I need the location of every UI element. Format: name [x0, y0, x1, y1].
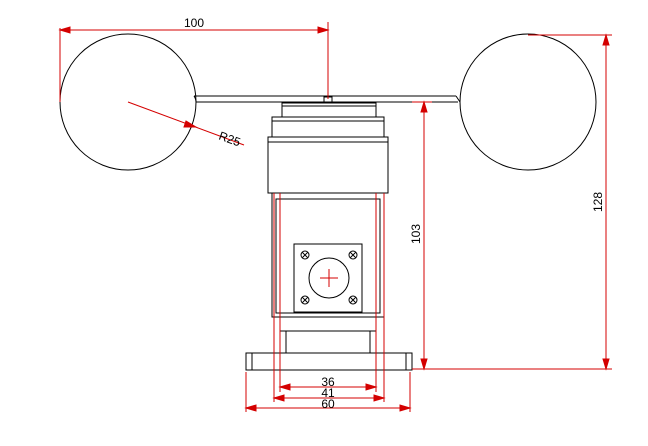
overall-height-label: 128 [591, 192, 605, 212]
cup-radius-label: R25 [217, 129, 243, 150]
hub-cap [271, 96, 385, 138]
dimension-base-width: 60 [244, 397, 412, 412]
mounting-screw-holes [300, 250, 358, 305]
dimension-extension-lines [245, 193, 411, 412]
width-inner-label: 36 [321, 375, 335, 389]
dimension-body-height: 103 [409, 100, 432, 371]
lower-neck [279, 316, 377, 354]
connector-plate [293, 243, 363, 313]
dimension-overall-height: 128 [412, 33, 612, 371]
width-mid-label: 41 [321, 386, 335, 400]
dimension-cup-radius: R25 [127, 101, 245, 150]
base-width-label: 60 [321, 397, 335, 411]
body-height-label: 103 [409, 224, 423, 244]
upper-body [267, 136, 389, 194]
right-cup [459, 33, 597, 171]
base-flange [245, 352, 413, 371]
dimension-width-inner: 36 [278, 375, 378, 391]
dimension-width-mid: 41 [272, 386, 386, 402]
arm-span-label: 100 [184, 16, 204, 30]
dimension-arm-span: 100 [58, 16, 330, 102]
